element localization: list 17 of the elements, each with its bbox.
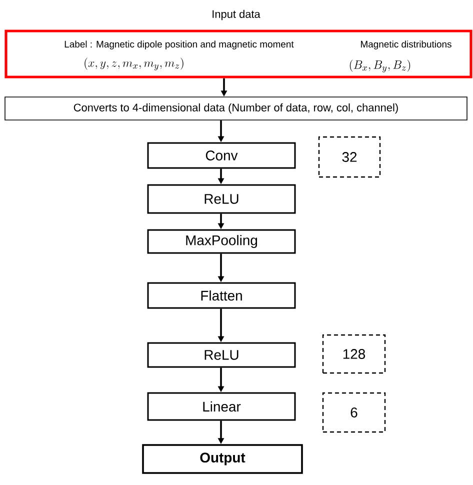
layer-box: ReLU	[147, 342, 296, 368]
output-box: Output	[142, 444, 303, 474]
heading: Input data	[212, 10, 260, 20]
input-box	[4, 10, 472, 78]
formula: $(x, y, z, m_x, m_y, m_z)$	[84, 58, 184, 70]
layer-box: ReLU	[147, 184, 296, 214]
label-text: Label : Magnetic dipole position and magnetic moment	[64, 40, 294, 50]
formula: $(B_x, B_y, B_z)$	[350, 60, 410, 72]
layer-box: MaxPooling	[147, 229, 296, 254]
size-box: 32	[318, 136, 381, 178]
size-box: 6	[322, 392, 386, 433]
layer-box: Linear	[147, 392, 296, 421]
layer-box: Conv	[147, 142, 296, 169]
layer-box: Flatten	[147, 282, 296, 309]
label-text: Magnetic distributions	[361, 40, 452, 50]
size-box: 128	[322, 334, 386, 374]
process-box: Converts to 4-dimensional data (Number of data, row, col, channel)	[4, 96, 468, 120]
